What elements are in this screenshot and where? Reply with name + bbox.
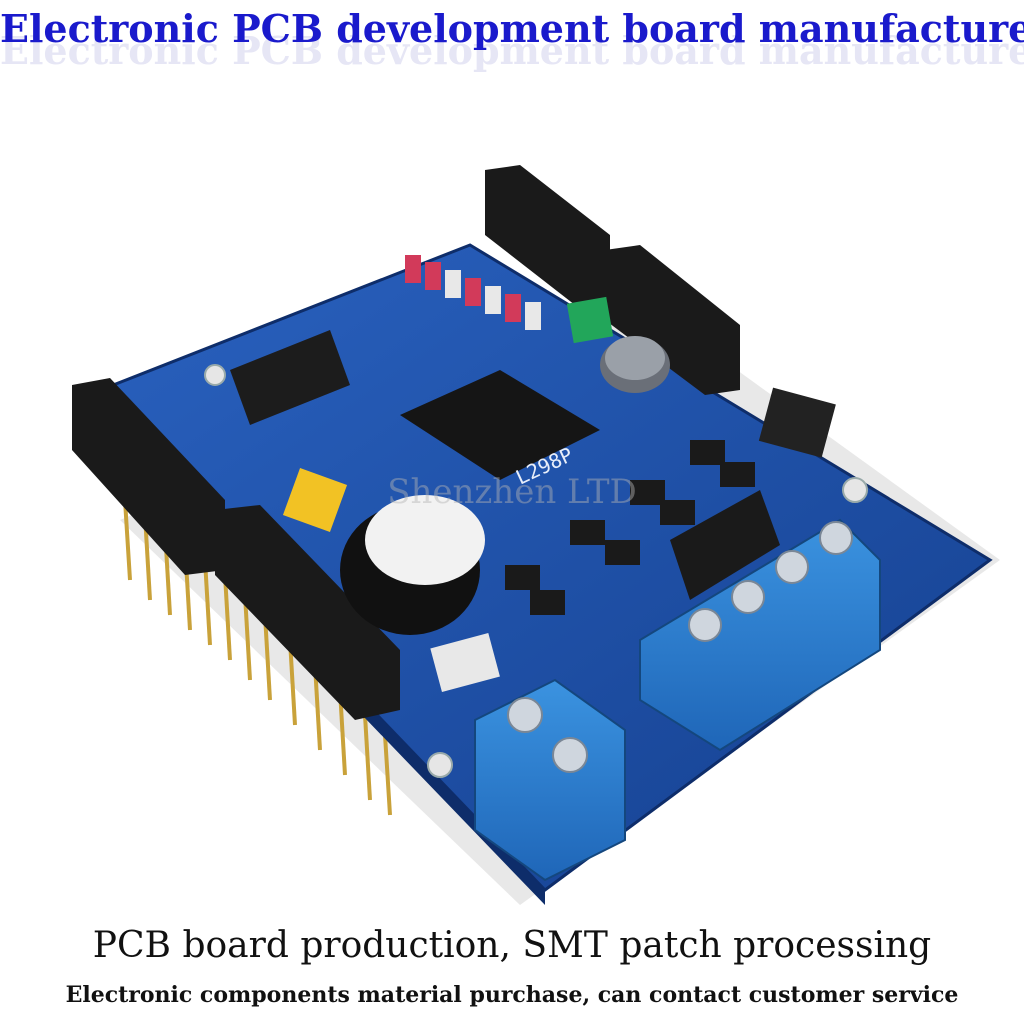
green-jumper xyxy=(566,296,614,344)
top-header-socket xyxy=(485,165,610,305)
icsp-header xyxy=(230,330,350,425)
left-header-socket-2 xyxy=(215,505,400,720)
left-header-socket xyxy=(72,378,225,575)
mounting-holes xyxy=(204,364,868,778)
terminal-screws xyxy=(688,521,853,642)
colored-pin-headers xyxy=(405,255,541,330)
power-terminal-screws xyxy=(507,697,588,773)
power-terminal-block xyxy=(474,678,626,882)
servo-header xyxy=(430,632,500,692)
title-reflection: Electronic PCB development board manufac… xyxy=(0,28,1024,73)
caption-primary: PCB board production, SMT patch processi… xyxy=(92,925,932,966)
motor-terminal-block xyxy=(639,518,881,752)
right-top-header-socket xyxy=(605,245,740,395)
smd-components xyxy=(505,440,755,615)
reset-button xyxy=(758,387,836,458)
caption-secondary: Electronic components material purchase,… xyxy=(65,982,959,1008)
right-female-header xyxy=(670,490,780,600)
yellow-jumper xyxy=(282,467,348,533)
page-title: Electronic PCB development board manufac… xyxy=(0,6,1024,51)
watermark: Shenzhen LTD xyxy=(387,472,637,512)
l298p-chip xyxy=(400,370,600,480)
